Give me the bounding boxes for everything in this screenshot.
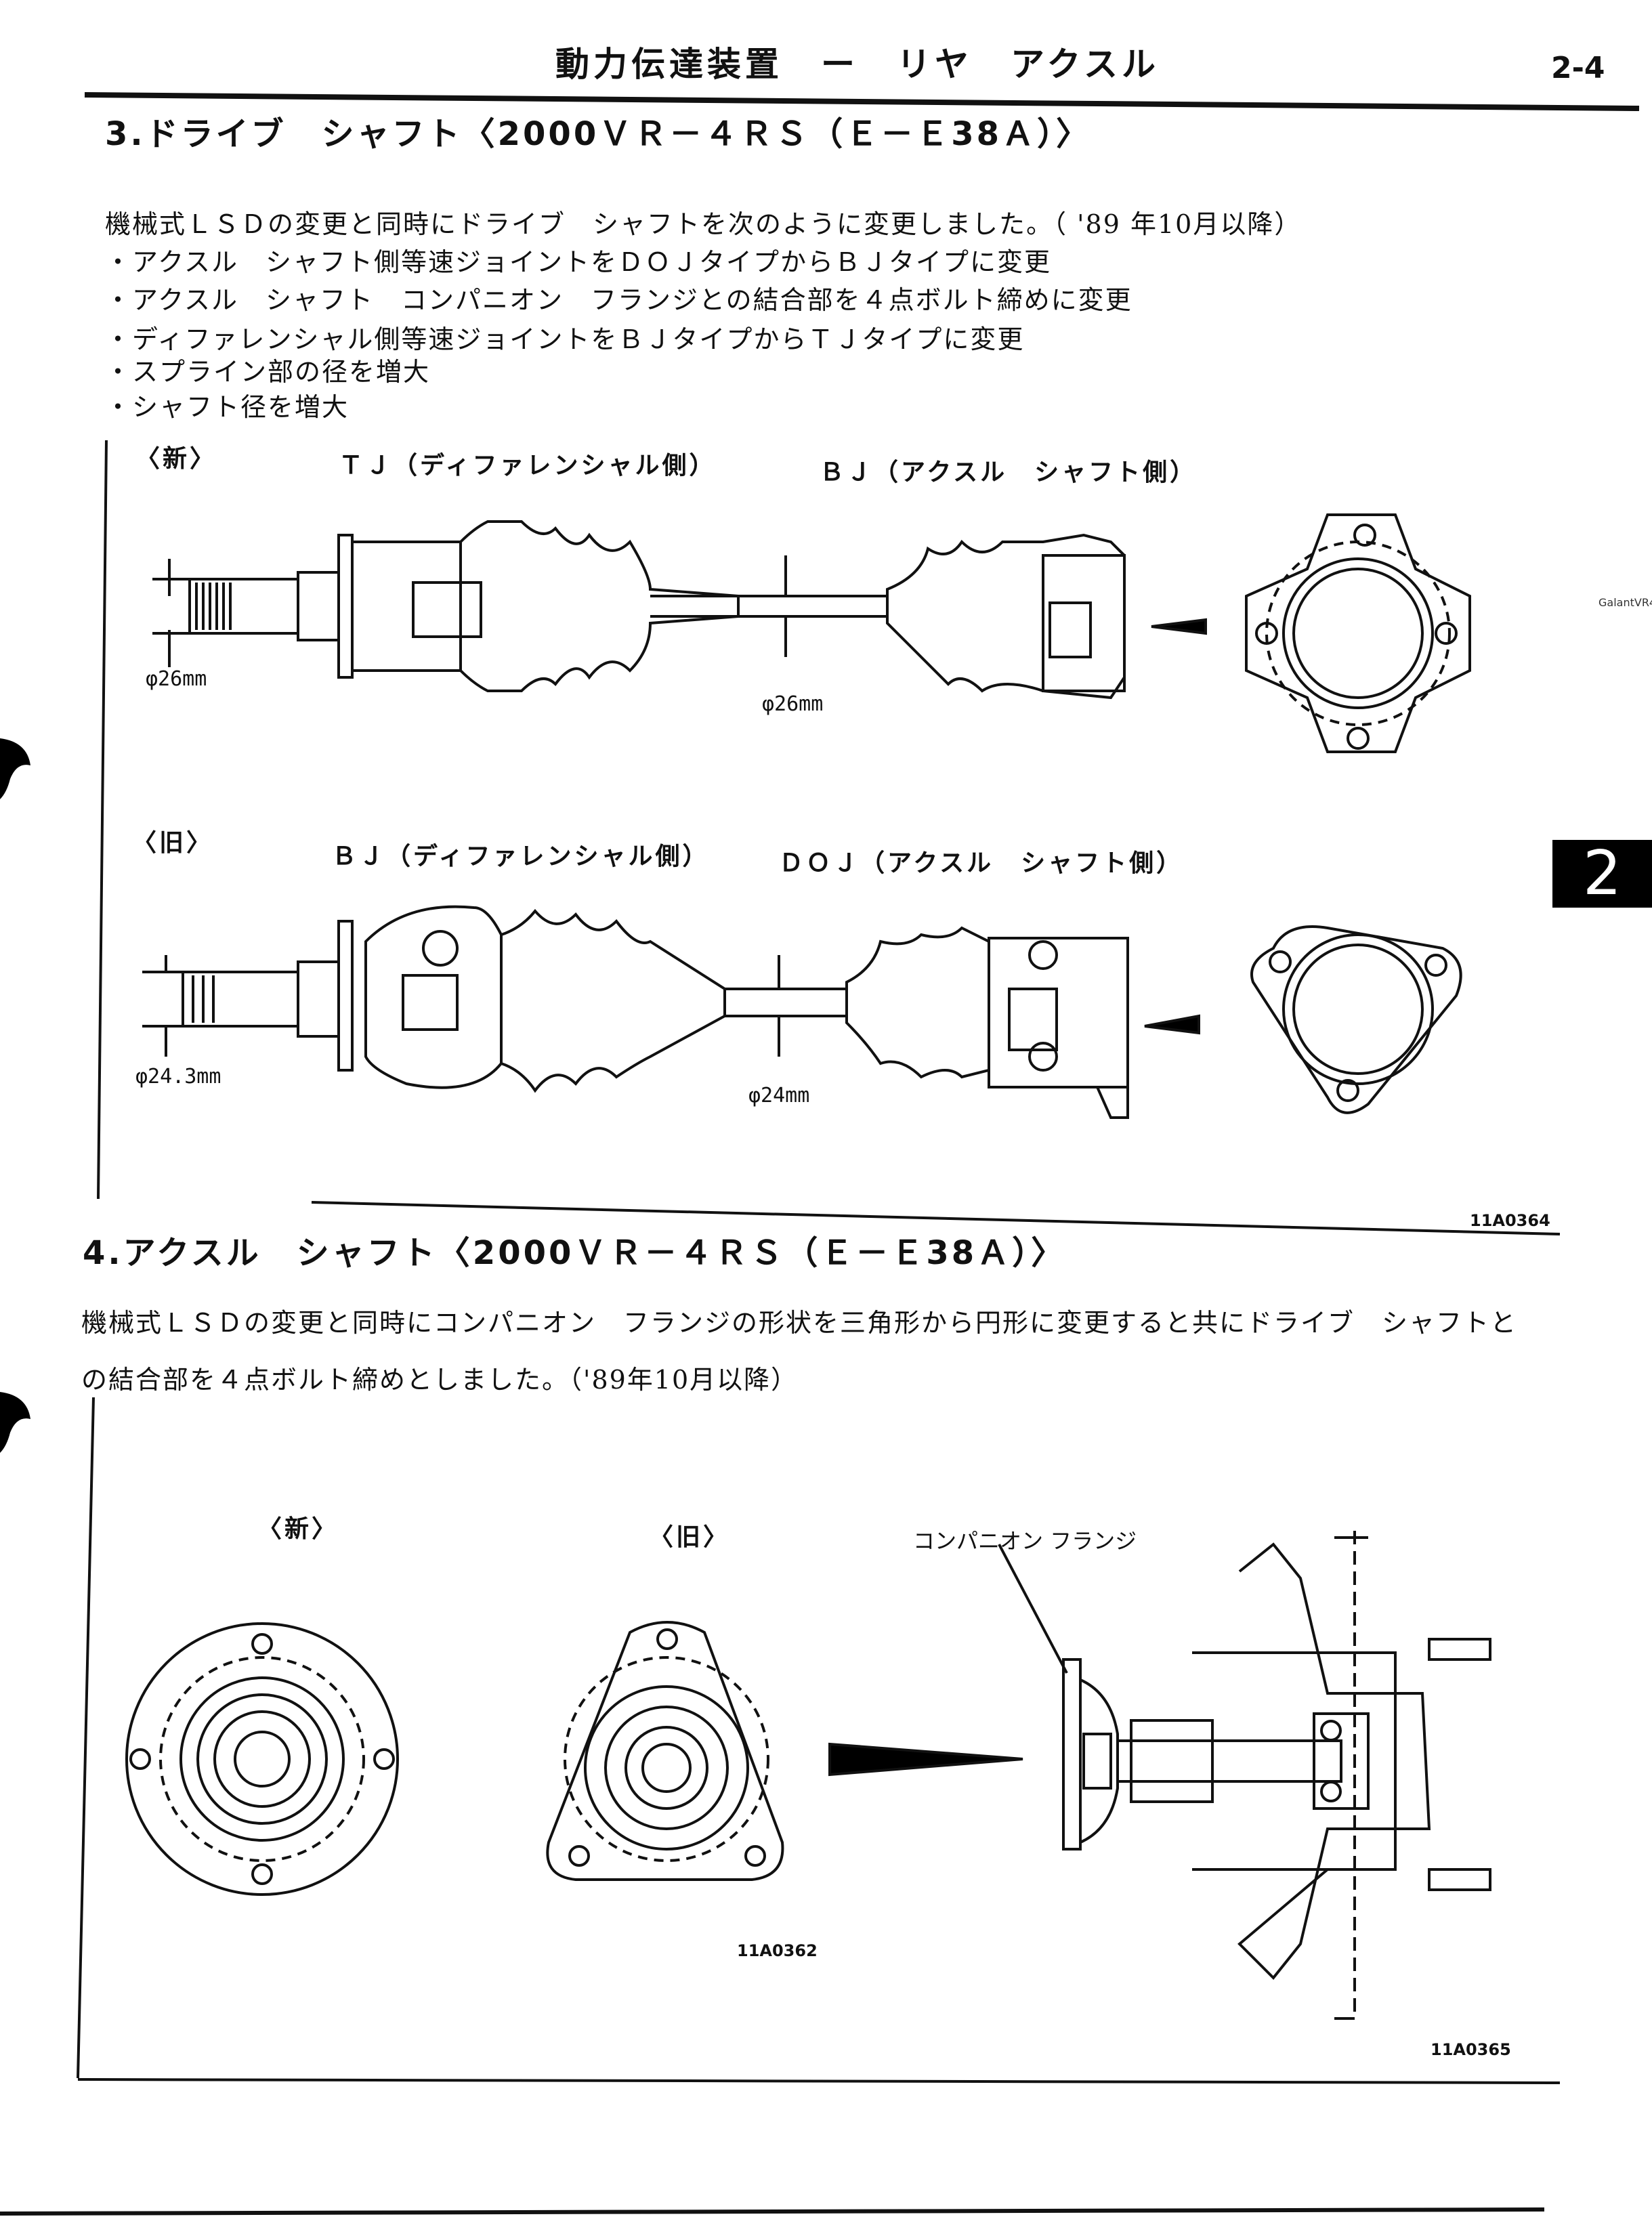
header-rule [84, 92, 1640, 111]
scan-mark [0, 738, 30, 799]
new-companion-flange-drawing [1245, 513, 1471, 753]
companion-flange-callout: コンパニオン フランジ [913, 1528, 1137, 1554]
new-drive-shaft-drawing [152, 520, 1207, 700]
new-label: 〈新〉 [135, 445, 217, 473]
new-spline-diameter: φ26mm [146, 667, 207, 691]
old-label: 〈旧〉 [132, 829, 214, 857]
bj-old-label: ＢＪ（ディファレンシャル側） [332, 843, 710, 870]
bullet-item: ・アクスル シャフト側等速ジョイントをＤＯＪタイプからＢＪタイプに変更 [105, 247, 1051, 277]
old-shaft-diameter: φ24mm [748, 1084, 810, 1107]
scan-mark [0, 1392, 30, 1453]
section-3-title: 3.ドライブ シャフト〈2000ＶＲ－４ＲＳ（Ｅ－Ｅ38Ａ）〉 [105, 115, 1092, 153]
old-flange-label: 〈旧〉 [649, 1523, 731, 1551]
new-shaft-diameter: φ26mm [762, 692, 824, 716]
figure-code: 11A0364 [1470, 1211, 1550, 1230]
bullet-item: ・ディファレンシャル側等速ジョイントをＢＪタイプからＴＪタイプに変更 [105, 324, 1025, 354]
new-flange-label: 〈新〉 [257, 1515, 339, 1543]
section-4-title: 4.アクスル シャフト〈2000ＶＲ－４ＲＳ（Ｅ－Ｅ38Ａ）〉 [83, 1234, 1067, 1272]
figure-border [311, 1201, 1561, 1235]
watermark: GalantVR4.org [1598, 596, 1652, 609]
page-number: 2-4 [1551, 51, 1605, 85]
figure-code: 11A0362 [737, 1941, 818, 1960]
figure-code: 11A0365 [1431, 2040, 1511, 2059]
rear-axle-hub-drawing [998, 1531, 1491, 2020]
tj-label: ＴＪ（ディファレンシャル側） [339, 452, 717, 480]
figure-border [77, 2078, 1561, 2084]
bj-label: ＢＪ（アクスル シャフト側） [820, 459, 1198, 486]
figure-border [77, 1397, 95, 2079]
section-4-text: 機械式ＬＳＤの変更と同時にコンパニオン フランジの形状を三角形から円形に変更する… [81, 1308, 1518, 1338]
section-3-intro: 機械式ＬＳＤの変更と同時にドライブ シャフトを次のように変更しました。（ '89… [105, 209, 1302, 239]
bullet-item: ・スプライン部の径を増大 [105, 357, 431, 387]
chapter-tab: 2 [1552, 840, 1652, 908]
page-header-title: 動力伝達装置 ー リヤ アクスル [555, 45, 1160, 84]
old-companion-flange-drawing [1250, 925, 1462, 1114]
arrow-icon [828, 1742, 1023, 1777]
round-flange-new-drawing [125, 1622, 399, 1896]
section-4-text: の結合部を４点ボルト締めとしました。（'89年10月以降） [81, 1365, 799, 1395]
footer-rule [0, 2207, 1545, 2216]
bullet-item: ・アクスル シャフト コンパニオン フランジとの結合部を４点ボルト締めに変更 [105, 285, 1132, 315]
triangle-flange-old-drawing [546, 1621, 784, 1881]
doj-label: ＤＯＪ（アクスル シャフト側） [779, 849, 1184, 877]
old-spline-diameter: φ24.3mm [135, 1065, 221, 1088]
figure-border [97, 440, 108, 1200]
old-drive-shaft-drawing [142, 905, 1200, 1119]
bullet-item: ・シャフト径を増大 [105, 392, 350, 422]
